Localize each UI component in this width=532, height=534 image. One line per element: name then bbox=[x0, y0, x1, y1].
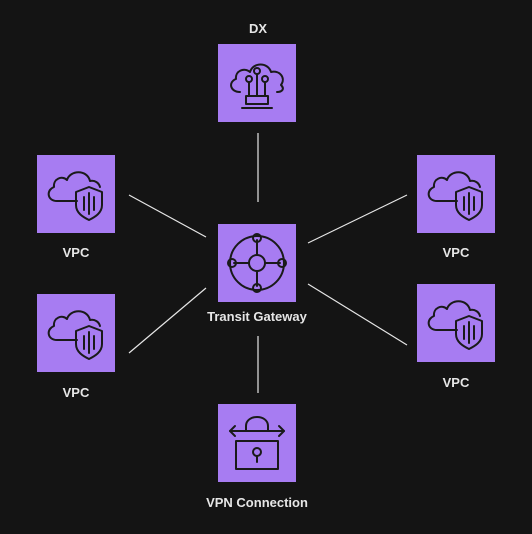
dx-label: DX bbox=[248, 21, 268, 36]
vpc-cloud-shield-icon bbox=[47, 310, 103, 360]
edge-tgw-vpc-bottom-left bbox=[128, 287, 207, 354]
edge-tgw-vpc-bottom-right bbox=[307, 283, 408, 346]
vpn-connection-node[interactable] bbox=[218, 404, 296, 482]
vpc-label-bottom-left: VPC bbox=[62, 385, 90, 400]
vpc-cloud-shield-icon bbox=[47, 171, 103, 221]
vpn-connection-label: VPN Connection bbox=[206, 495, 308, 510]
transit-gateway-node[interactable] bbox=[218, 224, 296, 302]
transit-gateway-label: Transit Gateway bbox=[207, 309, 307, 324]
edge-tgw-vpc-top-right bbox=[307, 194, 408, 244]
vpc-cloud-shield-icon bbox=[427, 300, 483, 350]
vpc-label-top-right: VPC bbox=[442, 245, 470, 260]
vpc-cloud-shield-icon bbox=[427, 171, 483, 221]
vpc-node-bottom-right[interactable] bbox=[417, 284, 495, 362]
dx-node[interactable] bbox=[218, 44, 296, 122]
vpc-node-top-right[interactable] bbox=[417, 155, 495, 233]
vpc-node-top-left[interactable] bbox=[37, 155, 115, 233]
edge-tgw-vpc-top-left bbox=[128, 194, 207, 238]
direct-connect-icon bbox=[230, 63, 284, 109]
vpc-label-bottom-right: VPC bbox=[442, 375, 470, 390]
vpc-node-bottom-left[interactable] bbox=[37, 294, 115, 372]
vpn-connection-icon bbox=[229, 416, 285, 470]
vpc-label-top-left: VPC bbox=[62, 245, 90, 260]
transit-gateway-icon bbox=[227, 233, 287, 293]
